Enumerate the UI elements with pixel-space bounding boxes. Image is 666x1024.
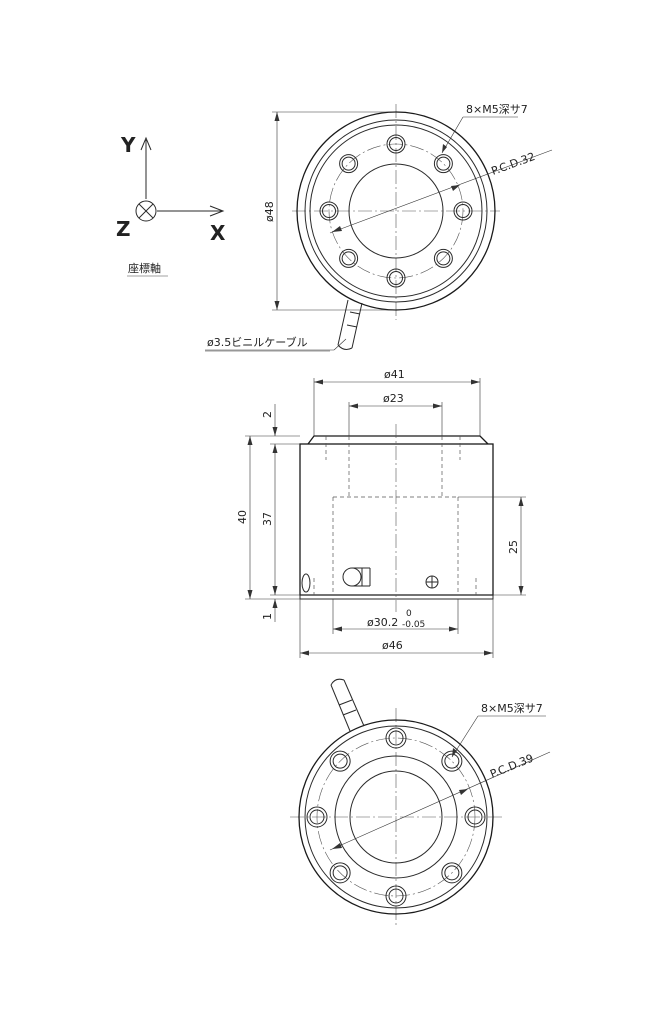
bottom-hole-inner	[444, 865, 460, 881]
bottom-hole-inner	[444, 753, 460, 769]
bottom-hole-inner	[332, 753, 348, 769]
top-cable	[337, 299, 363, 350]
top-pcd-label: P.C.D.32	[490, 150, 537, 178]
bottom-hole-outer	[306, 806, 328, 828]
top-hole-outer	[339, 154, 359, 174]
bottom-hole-outer	[329, 750, 351, 772]
bottom-hole-outer	[385, 885, 407, 907]
bottom-outer-circle	[298, 719, 494, 915]
bottom-hole-inner	[388, 888, 404, 904]
dim-d30-tol-upper: 0	[406, 609, 412, 619]
top-mounting-hole	[433, 154, 453, 174]
top-pcd-circle	[328, 143, 464, 279]
bottom-hole-inner	[467, 809, 483, 825]
dim-d30-tol-lower: -0.05	[402, 620, 425, 630]
dim-37-label: 37	[261, 512, 274, 526]
bottom-cable	[330, 678, 365, 732]
top-hole-outer	[386, 134, 406, 154]
top-hole-outer	[453, 201, 473, 221]
y-axis-arrow	[140, 136, 152, 151]
bottom-hole-outer	[464, 806, 486, 828]
dim-d41-label: ø41	[384, 368, 405, 381]
top-hole-outer	[386, 268, 406, 288]
top-hole-inner	[341, 251, 356, 266]
side-top-step	[307, 435, 489, 445]
dim-1-label: 1	[261, 613, 274, 620]
top-face-circle	[309, 124, 483, 298]
dim-40-label: 40	[236, 510, 249, 524]
top-mounting-hole	[386, 134, 406, 154]
bottom-mounting-hole	[441, 862, 463, 884]
z-axis-label: Z	[116, 217, 131, 241]
side-body	[299, 443, 494, 596]
top-center-bore	[348, 163, 444, 259]
side-cable-gland	[342, 567, 371, 587]
bottom-hole-outer	[385, 727, 407, 749]
top-hole-outer	[319, 201, 339, 221]
top-hole-inner	[389, 137, 403, 151]
dim-d30-label: ø30.2	[367, 616, 398, 629]
coordinate-axes: Y X Z 座標軸	[116, 133, 226, 277]
z-axis-circle	[135, 200, 157, 222]
bottom-view: 8×M5深サ7 P.C.D.39	[290, 678, 551, 926]
top-mounting-hole	[339, 154, 359, 174]
bottom-mounting-hole	[385, 885, 407, 907]
top-hole-inner	[341, 156, 356, 171]
bottom-center-bore	[349, 770, 443, 864]
top-hole-outer	[433, 248, 453, 268]
top-hole-inner	[322, 204, 336, 218]
bottom-pcd-leader	[329, 751, 551, 851]
top-view: ø48 8×M5深サ7 P.C.D.32 ø3.5ビニルケーブル	[205, 103, 553, 352]
x-axis-arrow	[209, 205, 225, 217]
side-oval-slot	[301, 573, 311, 593]
axes-caption: 座標軸	[128, 261, 161, 275]
dim-d46-label: ø46	[382, 639, 403, 652]
top-hole-outer	[339, 248, 359, 268]
top-hole-outer	[433, 154, 453, 174]
top-cable-note: ø3.5ビニルケーブル	[207, 335, 308, 349]
bottom-mounting-hole	[441, 750, 463, 772]
top-outer-chamfer	[304, 119, 488, 303]
top-hole-inner	[436, 156, 451, 171]
top-pcd-leader	[329, 149, 553, 234]
bottom-hole-outer	[441, 750, 463, 772]
bottom-pcd-circle	[316, 737, 476, 897]
x-axis-label: X	[210, 221, 226, 245]
bottom-mounting-hole	[464, 806, 486, 828]
bottom-mounting-hole	[306, 806, 328, 828]
top-mounting-hole	[319, 201, 339, 221]
top-hole-inner	[389, 271, 403, 285]
z-axis-cross-b	[138, 203, 154, 219]
bottom-hole-note: 8×M5深サ7	[481, 702, 543, 715]
bottom-hole-inner	[309, 809, 325, 825]
dim-d48-label: ø48	[263, 201, 276, 222]
bottom-hole-outer	[441, 862, 463, 884]
dim-25-label: 25	[507, 540, 520, 554]
top-mounting-holes	[319, 134, 473, 288]
bottom-hole-leader	[451, 715, 479, 758]
top-mounting-hole	[386, 268, 406, 288]
bottom-step-circle	[334, 755, 458, 879]
top-mounting-hole	[453, 201, 473, 221]
bottom-hole-inner	[388, 730, 404, 746]
bottom-pcd-label: P.C.D.39	[488, 752, 535, 781]
top-hole-inner	[456, 204, 470, 218]
top-mounting-hole	[339, 248, 359, 268]
bottom-mounting-hole	[329, 750, 351, 772]
y-axis-label: Y	[120, 133, 136, 157]
bottom-mounting-holes	[306, 727, 486, 907]
bottom-mounting-hole	[385, 727, 407, 749]
dim-d23-label: ø23	[383, 392, 404, 405]
top-hole-inner	[436, 251, 451, 266]
top-hole-note: 8×M5深サ7	[466, 103, 528, 116]
side-view: ø41 ø23 40 37 2 1	[236, 368, 526, 658]
bottom-hole-outer	[329, 862, 351, 884]
top-mounting-hole	[433, 248, 453, 268]
bottom-mounting-hole	[329, 862, 351, 884]
bottom-outer-chamfer	[304, 725, 488, 909]
dim-2-label: 2	[261, 411, 274, 418]
bottom-hole-inner	[332, 865, 348, 881]
